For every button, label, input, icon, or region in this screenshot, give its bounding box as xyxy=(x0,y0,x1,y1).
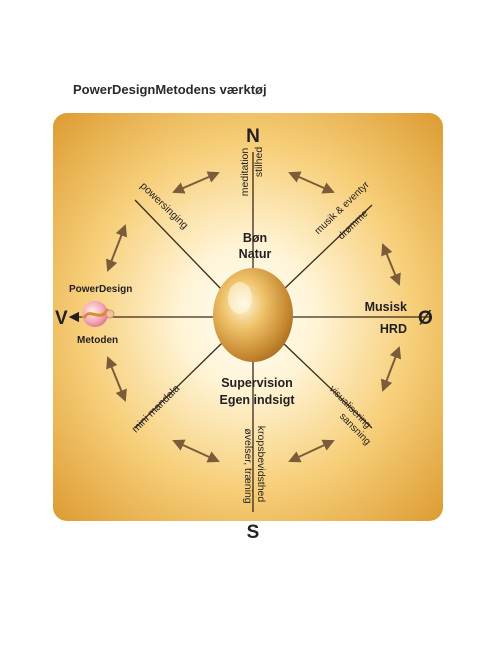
arrow-sw-w xyxy=(106,356,127,402)
label-stilhed: stilhed xyxy=(253,147,265,178)
west-line2: Metoden xyxy=(77,335,118,346)
center-top-line1: Bøn xyxy=(243,231,267,245)
egg-highlight xyxy=(228,282,252,314)
arrow-n-nw xyxy=(172,171,220,194)
center-egg xyxy=(213,268,293,362)
west-line1: PowerDesign xyxy=(69,284,132,295)
spokes xyxy=(68,152,432,512)
label-meditation: meditation xyxy=(239,148,251,197)
sector-arrows xyxy=(106,171,402,463)
center-top-line2: Natur xyxy=(239,247,272,261)
spoke-northwest xyxy=(134,199,223,291)
label-ovelser-traening: øvelser, træning xyxy=(242,428,254,503)
page-title: PowerDesignMetodens værktøj xyxy=(73,82,267,97)
compass-south: S xyxy=(247,522,260,543)
arrow-s-sw xyxy=(172,439,220,463)
arrow-se-s xyxy=(288,439,335,463)
center-bottom-line2: Egen indsigt xyxy=(220,393,296,407)
spoke-southeast xyxy=(282,342,373,429)
east-line1: Musisk xyxy=(365,300,407,314)
spoke-southwest xyxy=(134,342,223,429)
center-bottom-line1: Supervision xyxy=(221,376,293,390)
powerdesign-logo-icon xyxy=(82,301,115,327)
arrow-w-nw xyxy=(106,224,127,272)
arrow-e-se xyxy=(380,346,402,392)
compass-east: Ø xyxy=(418,308,433,329)
label-kropsbevidsthed: kropsbevidsthed xyxy=(255,426,267,503)
arrow-n-ne xyxy=(288,171,335,194)
east-line2: HRD xyxy=(380,322,407,336)
compass-west: V xyxy=(55,308,68,329)
arrow-ne-e xyxy=(381,243,401,286)
spoke-northeast xyxy=(282,204,373,291)
compass-north: N xyxy=(246,126,260,147)
